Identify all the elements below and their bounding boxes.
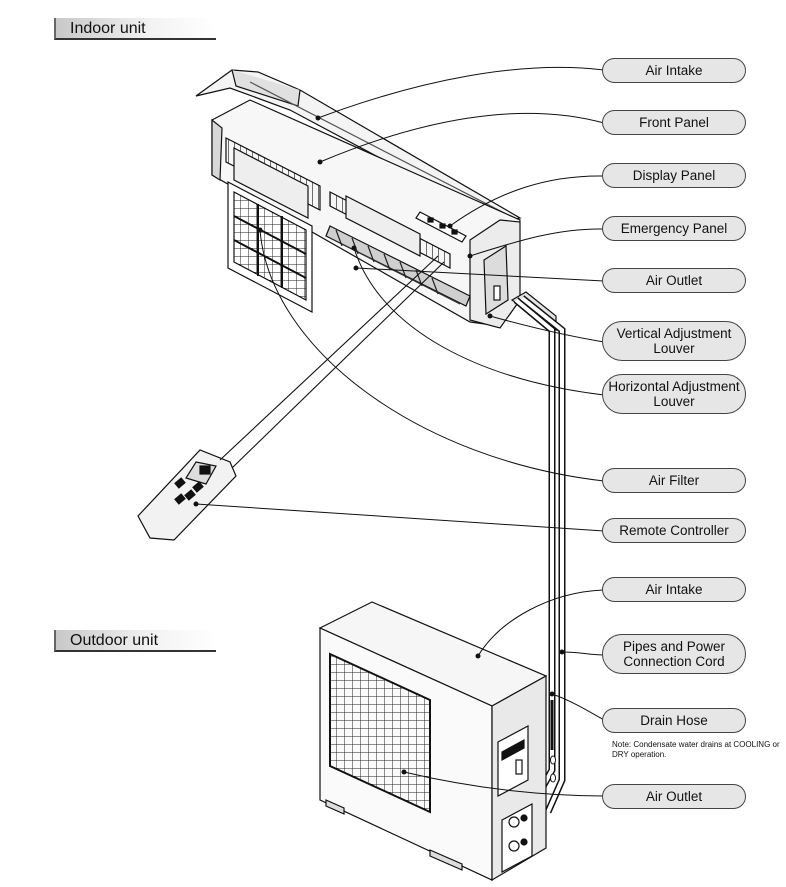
label-air-intake-outdoor: Air Intake	[602, 577, 746, 602]
label-remote-controller: Remote Controller	[602, 518, 746, 543]
label-pipes-cord: Pipes and Power Connection Cord	[602, 634, 746, 674]
label-front-panel: Front Panel	[602, 110, 746, 135]
leader-lines	[195, 66, 605, 797]
label-vertical-louver: Vertical Adjustment Louver	[602, 321, 746, 361]
condensate-note: Note: Condensate water drains at COOLING…	[612, 740, 780, 759]
air-filter-illustration	[227, 181, 313, 313]
leader-dots	[193, 115, 565, 775]
label-air-filter: Air Filter	[602, 468, 746, 493]
indoor-unit-title: Indoor unit	[70, 20, 146, 37]
outdoor-unit-illustration	[318, 601, 548, 882]
label-air-outlet-indoor: Air Outlet	[602, 268, 746, 293]
label-horizontal-louver: Horizontal Adjustment Louver	[602, 374, 746, 414]
outdoor-unit-title: Outdoor unit	[70, 632, 159, 649]
label-air-outlet-outdoor: Air Outlet	[602, 784, 746, 809]
outdoor-unit-header: Outdoor unit	[54, 630, 216, 652]
indoor-unit-header: Indoor unit	[54, 18, 216, 40]
remote-controller-illustration	[137, 449, 237, 541]
label-emergency-panel: Emergency Panel	[602, 216, 746, 241]
label-display-panel: Display Panel	[602, 163, 746, 188]
label-drain-hose: Drain Hose	[602, 708, 746, 733]
label-air-intake-indoor: Air Intake	[602, 58, 746, 83]
